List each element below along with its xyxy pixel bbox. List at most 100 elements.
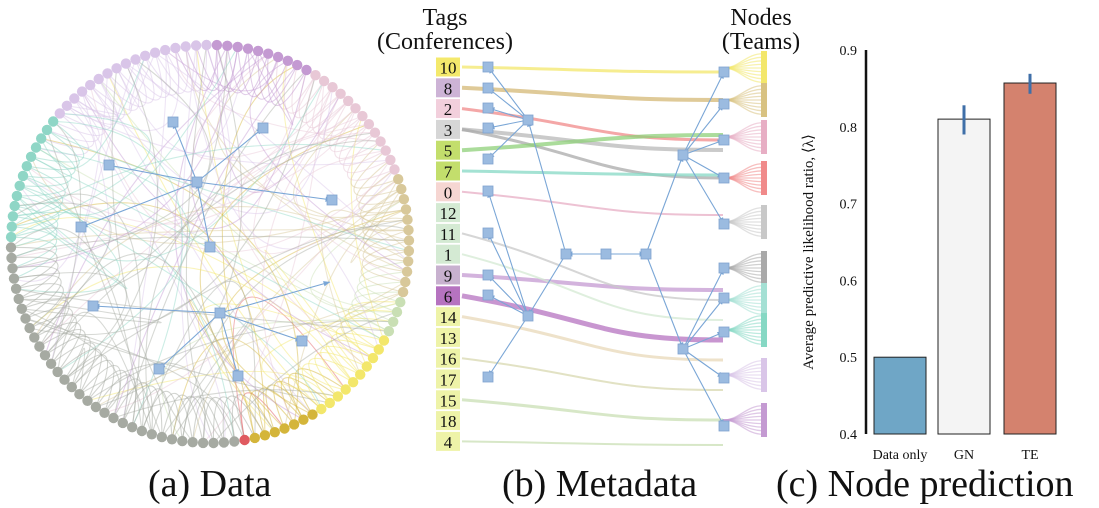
network-edge: [71, 347, 86, 395]
network-edge: [141, 280, 256, 438]
network-edge: [12, 193, 142, 428]
team-node: [30, 142, 42, 153]
team-node: [398, 194, 410, 205]
tag-swatch: [436, 182, 460, 202]
hierarchy-node: [482, 185, 494, 197]
network-edge: [113, 382, 153, 435]
hierarchy-edge: [219, 312, 303, 342]
team-node: [232, 41, 243, 53]
team-node: [61, 100, 73, 112]
tag-label: 11: [440, 225, 456, 244]
team-node: [282, 55, 293, 66]
network-edge: [267, 53, 307, 106]
hierarchy-edge: [487, 315, 529, 378]
hierarchy-edge: [92, 305, 221, 314]
team-node: [249, 432, 260, 444]
hierarchy-node: [482, 371, 494, 383]
network-edge: [354, 281, 406, 323]
team-node: [403, 235, 415, 246]
tag-swatch: [436, 203, 460, 223]
team-node: [211, 39, 223, 51]
hierarchy-edge: [487, 107, 529, 121]
team-node: [59, 374, 70, 385]
hierarchy-node: [482, 269, 494, 281]
hierarchy-node: [718, 372, 730, 384]
network-edge: [261, 100, 349, 425]
team-node: [82, 395, 93, 406]
team-node: [76, 86, 88, 97]
network-edge: [16, 175, 121, 293]
team-node: [66, 381, 78, 393]
tag-label: 2: [444, 100, 453, 119]
nodes-header-line2: (Teams): [721, 29, 801, 55]
team-node: [361, 361, 372, 372]
team-node: [343, 95, 354, 107]
network-edge: [213, 311, 398, 444]
network-edge: [185, 46, 395, 250]
team-node: [7, 211, 19, 222]
network-edge: [22, 44, 232, 236]
network-edge: [222, 395, 266, 443]
hierarchy-node: [718, 326, 730, 338]
hierarchy-edge: [487, 294, 529, 317]
network-edge: [141, 390, 183, 442]
metadata-flows: [461, 51, 767, 446]
network-edge: [104, 378, 145, 432]
team-node: [363, 119, 375, 130]
network-edge: [12, 265, 60, 310]
metadata-flow: [461, 107, 724, 142]
team-node: [20, 313, 31, 324]
network-edge: [15, 283, 64, 329]
team-node: [140, 50, 151, 61]
team-node: [39, 350, 51, 361]
network-edge: [38, 253, 246, 441]
network-edge: [26, 129, 80, 171]
network-edge: [350, 178, 402, 264]
network-edge: [35, 112, 90, 156]
network-edge: [10, 216, 374, 359]
team-node: [395, 297, 406, 308]
team-node: [120, 58, 132, 69]
hierarchy-node: [522, 310, 534, 322]
team-node: [74, 389, 85, 400]
network-edge: [301, 363, 354, 410]
hierarchy-edge: [645, 154, 684, 255]
network-edge: [295, 150, 406, 283]
tag-swatch: [436, 390, 460, 410]
caption-b: (b) Metadata: [502, 463, 698, 505]
team-node: [187, 437, 198, 448]
hierarchy-node: [718, 262, 730, 274]
hierarchy-node: [640, 248, 652, 260]
network-edge: [21, 299, 70, 347]
network-edge: [66, 105, 391, 166]
team-node: [298, 414, 309, 425]
hierarchy-node: [482, 227, 494, 239]
team-node: [340, 384, 351, 395]
network-edge: [257, 387, 304, 436]
tags-header: Tags (Conferences): [360, 6, 530, 54]
tag-swatch: [436, 431, 460, 451]
network-edge: [78, 364, 122, 419]
network-edge: [202, 396, 246, 443]
network-edge: [19, 147, 72, 187]
metadata-flow: [461, 293, 724, 343]
team-node: [383, 326, 395, 337]
network-edge: [356, 159, 405, 205]
hierarchy-node: [718, 134, 730, 146]
hierarchy-edge: [682, 103, 725, 156]
network-edge: [11, 226, 58, 269]
network-edge: [216, 44, 259, 94]
network-edge: [185, 46, 408, 273]
network-edge: [33, 206, 409, 338]
hierarchy-node: [232, 370, 244, 382]
hierarchy-edge: [682, 154, 725, 225]
tag-swatch: [436, 265, 460, 285]
team-node: [156, 431, 168, 443]
network-edge: [53, 120, 183, 428]
team-bar: [761, 313, 767, 347]
network-edge: [192, 188, 402, 443]
team-node: [402, 214, 413, 225]
team-node: [397, 286, 409, 298]
hierarchy-edge: [172, 121, 198, 183]
network-edge: [14, 165, 66, 207]
